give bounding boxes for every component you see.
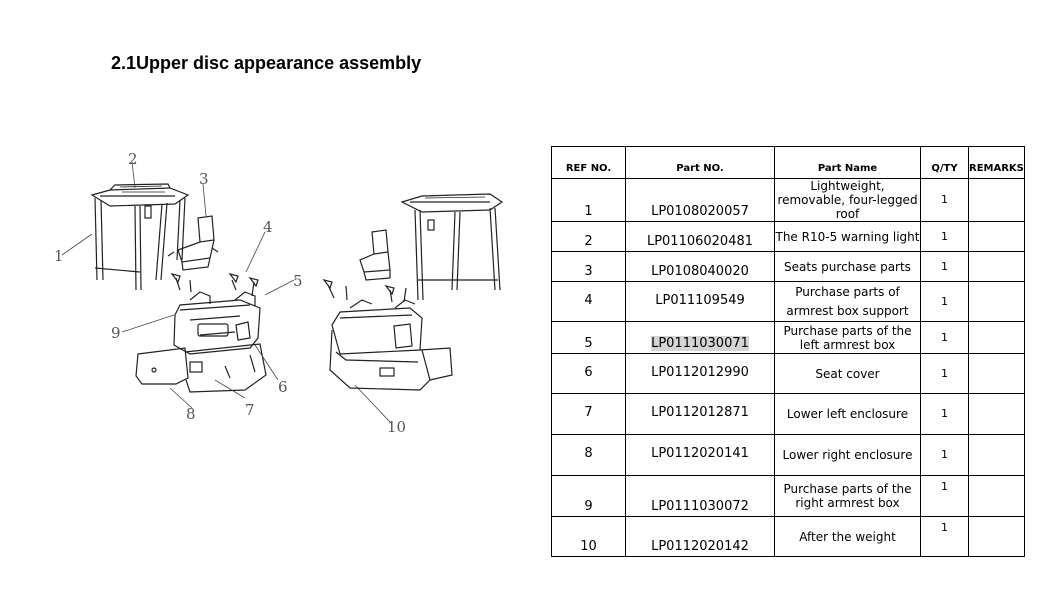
callout-9: 9: [111, 324, 121, 342]
cell-ref: 4: [551, 281, 626, 322]
table-row: 7 LP0112012871 Lower left enclosure 1: [551, 393, 1025, 435]
cell-part-no: LP0108020057: [625, 178, 775, 222]
right-seat: [359, 229, 391, 281]
cell-remarks: [968, 353, 1025, 394]
cell-part-name: Purchase parts of armrest box support: [774, 281, 921, 322]
cell-remarks: [968, 178, 1025, 222]
cell-qty: 1: [920, 281, 969, 322]
cell-part-name: Seats purchase parts: [774, 251, 921, 282]
cell-ref: 7: [551, 393, 626, 435]
cell-part-name: Purchase parts of the left armrest box: [774, 321, 921, 354]
table-row: 2 LP01106020481 The R10-5 warning light …: [551, 221, 1025, 252]
table-row: 10 LP0112020142 After the weight 1: [551, 516, 1025, 557]
right-roof: [400, 193, 504, 301]
page-title: 2.1Upper disc appearance assembly: [111, 53, 422, 73]
cell-part-no: LP0108040020: [625, 251, 775, 282]
cell-remarks: [968, 281, 1025, 322]
cell-remarks: [968, 434, 1025, 476]
cell-remarks: [968, 475, 1025, 517]
callout-2: 2: [128, 150, 138, 168]
cell-remarks: [968, 321, 1025, 354]
left-lower-enclosures: [135, 343, 267, 393]
callout-1: 1: [54, 247, 64, 265]
header-ref-no: REF NO.: [551, 146, 626, 179]
callout-5: 5: [293, 272, 303, 290]
cell-qty: 1: [920, 221, 969, 252]
assembly-drawing-svg: [61, 161, 504, 423]
cell-remarks: [968, 393, 1025, 435]
cell-part-no: LP0112012990: [625, 353, 775, 394]
cell-qty: 1: [920, 434, 969, 476]
cell-ref: 9: [551, 475, 626, 517]
cell-ref: 1: [551, 178, 626, 222]
header-part-no: Part NO.: [625, 146, 775, 179]
table-row: 8 LP0112020141 Lower right enclosure 1: [551, 434, 1025, 476]
table-row: 4 LP011109549 Purchase parts of armrest …: [551, 281, 1025, 322]
cell-ref: 8: [551, 434, 626, 476]
header-qty: Q/TY: [920, 146, 969, 179]
callout-10: 10: [387, 418, 407, 436]
cell-ref: 10: [551, 516, 626, 557]
cell-ref: 5: [551, 321, 626, 354]
callout-8: 8: [186, 405, 196, 423]
cell-qty: 1: [920, 251, 969, 282]
cell-part-no: LP0112020141: [625, 434, 775, 476]
cell-qty: 1: [920, 353, 969, 394]
callout-4: 4: [263, 218, 273, 236]
cell-qty: 1: [920, 178, 969, 222]
table-row: 9 LP0111030072 Purchase parts of the rig…: [551, 475, 1025, 517]
cell-part-name: Lower left enclosure: [774, 393, 921, 435]
cell-part-name: After the weight: [774, 516, 921, 557]
left-joysticks: [170, 273, 259, 297]
parts-table: REF NO. Part NO. Part Name Q/TY REMARKS …: [551, 146, 1025, 557]
header-part-name: Part Name: [774, 146, 921, 179]
cell-part-name: Lightweight, removable, four-legged roof: [774, 178, 921, 222]
table-row: 6 LP0112012990 Seat cover 1: [551, 353, 1025, 394]
cell-qty: 1: [920, 475, 969, 517]
cell-part-no: LP01106020481: [625, 221, 775, 252]
assembly-drawing: [50, 140, 530, 450]
cell-part-name: Purchase parts of the right armrest box: [774, 475, 921, 517]
table-row: 5 LP0111030071 Purchase parts of the lef…: [551, 321, 1025, 354]
callout-3: 3: [199, 170, 209, 188]
cell-part-no: LP0111030072: [625, 475, 775, 517]
cell-part-name: The R10-5 warning light: [774, 221, 921, 252]
cell-part-no: LP0112020142: [625, 516, 775, 557]
callout-7: 7: [245, 401, 255, 419]
cell-part-name: Lower right enclosure: [774, 434, 921, 476]
right-joysticks: [322, 279, 407, 303]
cell-ref: 6: [551, 353, 626, 394]
left-seat: [167, 215, 219, 271]
table-header-row: REF NO. Part NO. Part Name Q/TY REMARKS: [551, 146, 1025, 179]
cell-ref: 2: [551, 221, 626, 252]
right-lower-body: [329, 329, 453, 391]
left-roof: [90, 183, 190, 291]
table-row: 1 LP0108020057 Lightweight, removable, f…: [551, 178, 1025, 222]
cell-remarks: [968, 516, 1025, 557]
table-row: 3 LP0108040020 Seats purchase parts 1: [551, 251, 1025, 282]
cell-part-no: LP0111030071: [625, 321, 775, 354]
cell-part-no: LP0112012871: [625, 393, 775, 435]
header-remarks: REMARKS: [968, 146, 1025, 179]
left-console: [173, 291, 261, 355]
callout-6: 6: [278, 378, 288, 396]
cell-qty: 1: [920, 516, 969, 557]
right-console: [331, 299, 423, 355]
cell-ref: 3: [551, 251, 626, 282]
cell-part-name: Seat cover: [774, 353, 921, 394]
highlighted-part-no: LP0111030071: [651, 336, 749, 351]
cell-remarks: [968, 221, 1025, 252]
cell-remarks: [968, 251, 1025, 282]
cell-qty: 1: [920, 393, 969, 435]
cell-part-no: LP011109549: [625, 281, 775, 322]
cell-qty: 1: [920, 321, 969, 354]
